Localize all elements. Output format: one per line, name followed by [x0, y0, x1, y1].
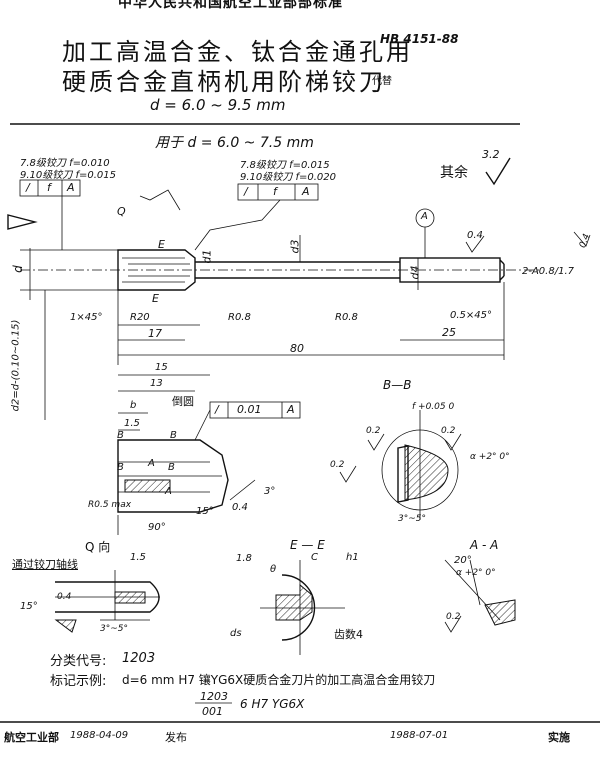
dim-80: 80 — [290, 342, 304, 355]
detail-rough-04: 0.4 — [232, 502, 248, 513]
rough-04: 0.4 — [467, 230, 483, 241]
section-ee-ds: ds — [230, 628, 242, 639]
section-ee-dim-18: 1.8 — [236, 553, 252, 564]
detail-b3: B — [117, 462, 124, 473]
detail-dim-13: 13 — [150, 378, 163, 389]
frame-left-a: A — [67, 181, 75, 194]
detail-dim-15: 15 — [155, 362, 168, 373]
q-view-angle-35: 3°~5° — [100, 624, 128, 634]
fraction-bottom: 001 — [202, 705, 223, 718]
fraction-top: 1203 — [200, 690, 228, 703]
example-text: d=6 mm H7 镶YG6X硬质合金刀片的加工高温合金用铰刀 — [122, 673, 436, 687]
label-q: Q — [117, 205, 126, 218]
section-ee-theta: θ — [270, 564, 277, 575]
q-view-margin-label: 通过铰刀轴线 — [12, 558, 78, 571]
section-aa-title: A - A — [470, 538, 499, 552]
rest-label: 其余 — [440, 165, 468, 181]
label-d3: d3 — [288, 239, 302, 254]
tol-right-1: 7.8级铰刀 f=0.015 — [240, 160, 330, 171]
example-label: 标记示例: — [50, 674, 107, 689]
section-bb-alpha: α +2° 0° — [470, 452, 510, 462]
section-bb-f-tol: f +0.05 0 — [412, 402, 455, 412]
footer-issue-label: 发布 — [165, 731, 187, 744]
tol-left-1: 7.8级铰刀 f=0.010 — [20, 158, 110, 169]
section-aa-angle-20: 20° — [454, 555, 472, 566]
dim-25: 25 — [442, 326, 456, 339]
label-e-bottom: E — [152, 292, 159, 305]
detail-b2: B — [170, 430, 177, 441]
q-view — [54, 570, 160, 633]
detail-tol-datum: A — [287, 403, 295, 416]
q-view-title: Q 向 — [85, 540, 111, 554]
footer-issuer: 航空工业部 — [4, 731, 59, 744]
tol-left-2: 9.10级铰刀 f=0.015 — [20, 170, 116, 181]
label-e-top: E — [158, 238, 165, 251]
title-line-1: 加工高温合金、钛合金通孔用 — [62, 38, 413, 66]
dim-17: 17 — [148, 327, 162, 340]
replaces-label: 代替 — [372, 76, 392, 87]
frame-right-f: f — [273, 185, 277, 198]
standard-number: HB 4151-88 — [380, 32, 459, 46]
detail-a2: A — [165, 486, 172, 497]
title-line-2: 硬质合金直柄机用阶梯铰刀 — [62, 68, 386, 96]
center-hole: 2-A0.8/1.7 — [522, 266, 574, 277]
applicable-range: 用于 d = 6.0 ~ 7.5 mm — [155, 135, 314, 151]
q-view-dim-15: 1.5 — [130, 552, 146, 563]
section-aa — [444, 559, 516, 633]
detail-b4: B — [168, 462, 175, 473]
r20: R20 — [130, 312, 150, 323]
top-banner: 中华人民共和国航空工业部部标准 — [118, 0, 343, 11]
section-bb-rough-b: 0.2 — [441, 426, 456, 436]
section-ee-c: C — [311, 552, 318, 563]
footer-issue-date: 1988-04-09 — [70, 730, 129, 741]
section-ee — [260, 560, 345, 655]
label-d: d — [10, 265, 25, 273]
r08-a: R0.8 — [228, 312, 251, 323]
detail-angle-15: 15° — [196, 506, 214, 517]
fraction-rest: 6 H7 YG6X — [240, 697, 305, 711]
frame-left-sym: / — [26, 181, 30, 194]
q-view-rough: 0.4 — [57, 592, 72, 602]
section-bb-title: B—B — [383, 378, 412, 392]
chamfer-left: 1×45° — [70, 312, 103, 323]
diameter-range: d = 6.0 ~ 9.5 mm — [150, 96, 286, 114]
chamfer-right: 0.5×45° — [450, 310, 493, 321]
frame-right-sym: / — [244, 185, 248, 198]
r08-b: R0.8 — [335, 312, 358, 323]
frame-left-f: f — [47, 181, 51, 194]
label-d1: d1 — [200, 249, 214, 264]
label-d4: d4 — [408, 265, 422, 280]
detail-angle-90: 90° — [148, 522, 166, 533]
section-ee-h1: h1 — [346, 552, 359, 563]
section-bb — [339, 410, 462, 520]
footer-effective-date: 1988-07-01 — [390, 730, 449, 741]
detail-view — [117, 374, 301, 535]
detail-a1: A — [148, 458, 155, 469]
rest-roughness: 3.2 — [482, 148, 500, 161]
section-aa-alpha: α +2° 0° — [456, 568, 496, 578]
q-view-angle-15: 15° — [20, 601, 38, 612]
section-bb-rough-c: 0.2 — [330, 460, 345, 470]
section-aa-rough: 0.2 — [446, 612, 461, 622]
section-bb-angle: 3°~5° — [398, 514, 426, 524]
footer-effective-label: 实施 — [548, 731, 570, 744]
label-a-circle: A — [421, 211, 428, 222]
section-ee-title: E — E — [290, 538, 325, 552]
chamfer-label: 倒圆 — [172, 395, 194, 408]
detail-r05: R0.5 max — [88, 500, 132, 510]
detail-angle-3: 3° — [264, 486, 276, 497]
class-code-label: 分类代号: — [50, 654, 107, 669]
section-ee-teeth: 齿数4 — [334, 628, 363, 641]
detail-tol-sym: / — [215, 403, 219, 416]
detail-dim-15-small: 1.5 — [124, 418, 140, 429]
detail-b1: B — [117, 430, 124, 441]
class-code-value: 1203 — [122, 651, 156, 666]
d2-formula: d2=d-(0.10~0.15) — [10, 319, 22, 412]
frame-right-a: A — [302, 185, 310, 198]
section-bb-rough-a: 0.2 — [366, 426, 381, 436]
detail-dim-b: b — [130, 400, 137, 411]
tol-right-2: 9.10级铰刀 f=0.020 — [240, 172, 336, 183]
detail-tol-value: 0.01 — [237, 403, 262, 416]
